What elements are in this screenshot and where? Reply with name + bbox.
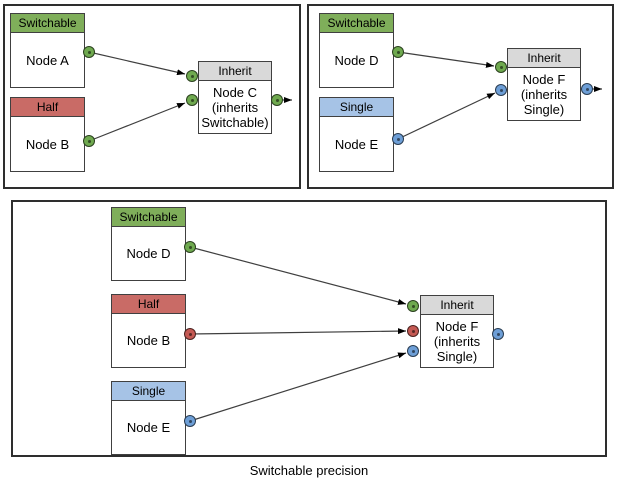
tr-node-d: Switchable Node D	[319, 13, 394, 88]
bm-node-b-label: Node B	[126, 333, 171, 348]
tr-node-d-output-port	[392, 46, 404, 58]
port-dot-icon	[411, 304, 415, 308]
tr-node-f-input-port-2	[495, 84, 507, 96]
bm-node-d: Switchable Node D	[111, 207, 186, 281]
tr-node-f-label-3: Single)	[523, 101, 565, 117]
tr-node-f-body: Node F (inherits Single)	[508, 68, 580, 120]
port-dot-icon	[190, 74, 194, 78]
bm-node-f-body: Node F (inherits Single)	[421, 315, 493, 367]
tl-node-c-label-3: Switchable)	[201, 114, 269, 130]
tl-node-b-label: Node B	[25, 136, 70, 152]
bm-node-f-output-port	[492, 328, 504, 340]
port-dot-icon	[396, 137, 400, 141]
port-dot-icon	[496, 332, 500, 336]
bm-node-d-header: Switchable	[112, 208, 185, 227]
bm-node-e-body: Node E	[112, 401, 185, 454]
tl-node-c-header: Inherit	[199, 62, 271, 81]
port-dot-icon	[499, 88, 503, 92]
tl-node-b-header: Half	[11, 98, 84, 117]
port-dot-icon	[411, 329, 415, 333]
tl-node-a-label: Node A	[26, 52, 69, 68]
port-dot-icon	[396, 50, 400, 54]
bm-node-e-label: Node E	[126, 420, 171, 435]
bm-node-e-output-port	[184, 415, 196, 427]
port-dot-icon	[188, 419, 192, 423]
tr-node-f: Inherit Node F (inherits Single)	[507, 48, 581, 121]
bm-node-b-output-port	[184, 328, 196, 340]
bm-node-f-label-2: (inherits	[433, 333, 481, 349]
bm-node-b: Half Node B	[111, 294, 186, 368]
tr-node-e-body: Node E	[320, 117, 393, 171]
port-dot-icon	[499, 65, 503, 69]
tr-node-f-input-port-1	[495, 61, 507, 73]
bm-node-b-body: Node B	[112, 314, 185, 367]
port-dot-icon	[275, 98, 279, 102]
bm-node-f-input-port-3	[407, 345, 419, 357]
bm-node-f: Inherit Node F (inherits Single)	[420, 295, 494, 368]
bm-node-f-label-1: Node F	[435, 318, 479, 334]
port-dot-icon	[188, 332, 192, 336]
tr-node-e-header: Single	[320, 98, 393, 117]
figure-caption: Switchable precision	[249, 463, 369, 478]
port-dot-icon	[411, 349, 415, 353]
tr-node-e-output-port	[392, 133, 404, 145]
tl-node-a-output-port	[83, 46, 95, 58]
tl-node-c-input-port-1	[186, 70, 198, 82]
tr-node-e: Single Node E	[319, 97, 394, 172]
bm-node-f-input-port-2	[407, 325, 419, 337]
tr-node-f-output-port	[581, 83, 593, 95]
tl-node-a: Switchable Node A	[10, 13, 85, 88]
tl-node-a-header: Switchable	[11, 14, 84, 33]
bm-node-e: Single Node E	[111, 381, 186, 455]
port-dot-icon	[190, 98, 194, 102]
port-dot-icon	[188, 245, 192, 249]
tl-node-b: Half Node B	[10, 97, 85, 172]
bm-node-e-header: Single	[112, 382, 185, 401]
tr-node-d-body: Node D	[320, 33, 393, 87]
tl-node-b-output-port	[83, 135, 95, 147]
tr-node-f-label-1: Node F	[522, 71, 566, 87]
tr-node-f-header: Inherit	[508, 49, 580, 68]
tl-node-b-body: Node B	[11, 117, 84, 171]
tr-node-e-label: Node E	[334, 136, 379, 152]
tl-node-c-label-1: Node C	[212, 84, 258, 100]
bm-node-f-header: Inherit	[421, 296, 493, 315]
tr-node-d-header: Switchable	[320, 14, 393, 33]
tr-node-d-label: Node D	[334, 52, 379, 68]
panel-bottom	[11, 200, 607, 457]
tr-node-f-label-2: (inherits	[520, 86, 568, 102]
bm-node-f-label-3: Single)	[436, 348, 478, 364]
tl-node-c-body: Node C (inherits Switchable)	[199, 81, 271, 133]
bm-node-f-input-port-1	[407, 300, 419, 312]
tl-node-c-input-port-2	[186, 94, 198, 106]
bm-node-d-output-port	[184, 241, 196, 253]
port-dot-icon	[87, 139, 91, 143]
bm-node-b-header: Half	[112, 295, 185, 314]
tl-node-a-body: Node A	[11, 33, 84, 87]
tl-node-c: Inherit Node C (inherits Switchable)	[198, 61, 272, 134]
port-dot-icon	[87, 50, 91, 54]
bm-node-d-label: Node D	[126, 246, 171, 261]
tl-node-c-output-port	[271, 94, 283, 106]
port-dot-icon	[585, 87, 589, 91]
bm-node-d-body: Node D	[112, 227, 185, 280]
tl-node-c-label-2: (inherits	[211, 99, 259, 115]
